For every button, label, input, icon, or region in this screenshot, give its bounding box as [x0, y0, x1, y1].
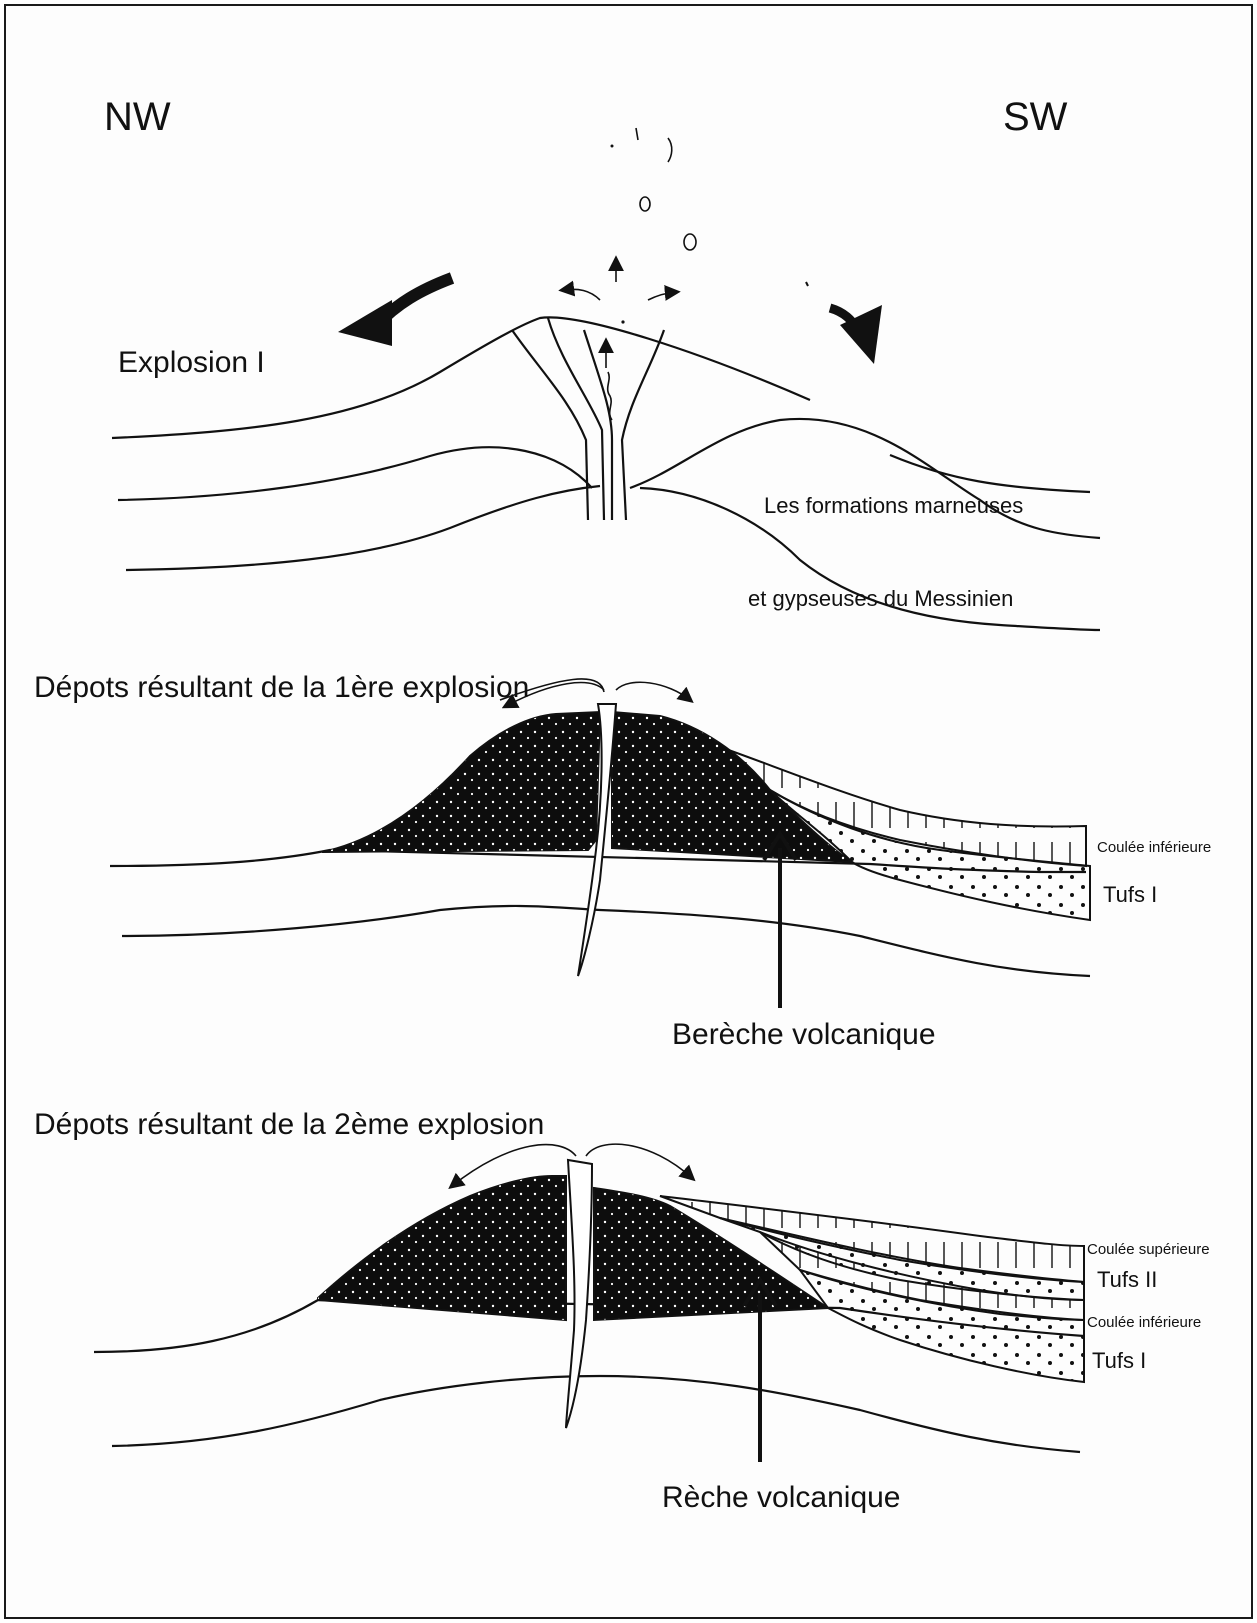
- deposits2-title: Dépots résultant de la 2ème explosion: [34, 1108, 544, 1141]
- ejecta-dot: [621, 320, 624, 323]
- ejecta-particle: [611, 145, 614, 148]
- panel-deposits-2: Dépots résultant de la 2ème explosion Co…: [34, 1108, 1210, 1514]
- ejecta-fragment-1: [636, 128, 638, 140]
- label-tufs-1: Tufs I: [1103, 882, 1157, 907]
- panel-deposits-1: Dépots résultant de la 1ère explosion Co…: [34, 671, 1211, 1051]
- ejecta-fragment-2: [668, 138, 672, 162]
- ejecta-particle-2: [806, 282, 808, 286]
- formation-label-line2: et gypseuses du Messinien: [748, 586, 1013, 611]
- panel-explosion-1: Explosion I Les formations marneuse: [112, 128, 1100, 630]
- stratum-middle-right: [630, 419, 1100, 538]
- ground-line-2: [122, 906, 1090, 976]
- ejecta-arrow-left: [563, 289, 600, 300]
- formation-label-line1: Les formations marneuses: [764, 493, 1023, 518]
- label-coulee-inferieure: Coulée inférieure: [1097, 839, 1211, 856]
- label-tufs-1-2: Tufs I: [1092, 1348, 1146, 1373]
- label-breche-2: Rèche volcanique: [662, 1481, 901, 1514]
- label-tufs-2: Tufs II: [1097, 1267, 1157, 1292]
- breccia-dots-2: [318, 1176, 566, 1320]
- breccia-dots-1: [322, 712, 600, 852]
- explosion1-title: Explosion I: [118, 346, 265, 379]
- conduit-left-wall: [512, 330, 588, 520]
- label-breche-1: Berèche volcanique: [672, 1018, 936, 1051]
- conduit-inner-left: [622, 330, 664, 520]
- stratum-bottom: [126, 486, 600, 570]
- big-arrow-left-head: [338, 300, 392, 346]
- ejecta-block-2: [684, 234, 696, 250]
- label-coulee-superieure: Coulée supérieure: [1087, 1241, 1210, 1258]
- stratum-middle: [118, 447, 592, 500]
- orientation-right: SW: [1003, 95, 1068, 139]
- outflow-arrow-right-1: [616, 682, 690, 700]
- ejecta-block-1: [640, 197, 650, 211]
- orientation-left: NW: [104, 95, 171, 139]
- ground-line-4: [112, 1376, 1080, 1452]
- outflow-arrow-right-2: [586, 1144, 692, 1178]
- label-coulee-inferieure-2: Coulée inférieure: [1087, 1314, 1201, 1331]
- conduit-2: [566, 1160, 592, 1428]
- ejecta-arrow-right: [648, 292, 676, 300]
- deposits1-title: Dépots résultant de la 1ère explosion: [34, 671, 529, 704]
